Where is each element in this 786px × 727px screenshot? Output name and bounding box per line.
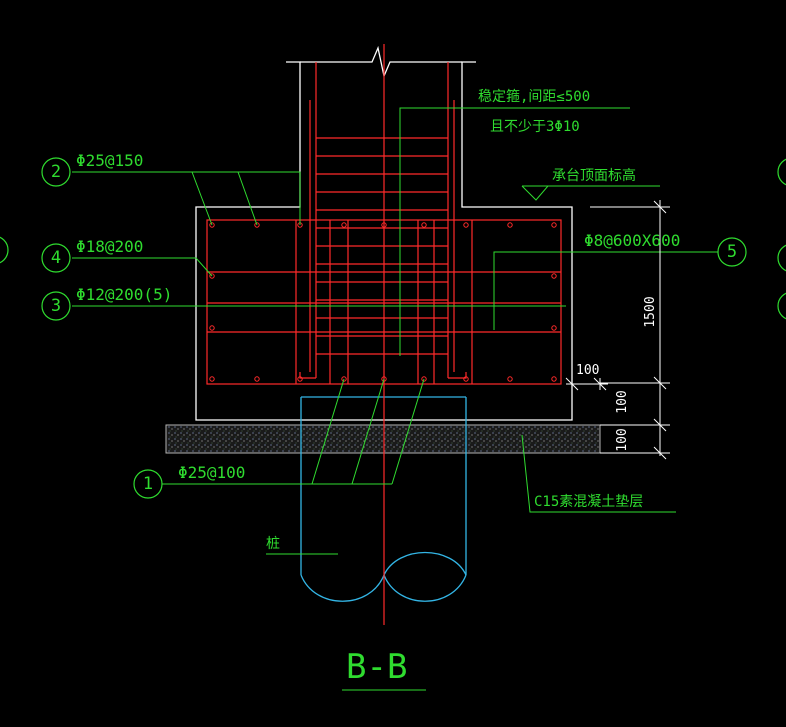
section-title: B-B [346, 647, 407, 687]
cushion-label: C15素混凝土垫层 [534, 494, 643, 510]
callout-5-num: 5 [727, 242, 737, 262]
rebar-3-label: Φ12@200(5) [76, 285, 172, 304]
rebar-1-label: Φ25@100 [178, 463, 245, 482]
cushion-layer [165, 424, 601, 454]
rebar-5-label: Φ8@600X600 [584, 231, 680, 250]
rebar-4-label: Φ18@200 [76, 237, 143, 256]
stabilizer-label-2: 且不少于3Φ10 [490, 119, 580, 135]
pile-label: 桩 [266, 535, 280, 552]
callout-2-num: 2 [51, 162, 61, 182]
cap-top-elevation-label: 承台顶面标高 [552, 167, 636, 184]
callout-3-num: 3 [51, 296, 61, 316]
callout-1-num: 1 [143, 474, 153, 494]
dim-cap-height: 1500 [643, 296, 658, 327]
dimension-lines [565, 200, 670, 460]
dim-cushion-1: 100 [615, 390, 630, 413]
rebar-dots [209, 222, 557, 382]
rebar-cage [206, 62, 562, 385]
stabilizer-label-1: 稳定箍,间距≤500 [478, 88, 590, 105]
rebar-2-label: Φ25@150 [76, 151, 143, 170]
callout-4-num: 4 [51, 248, 61, 268]
leader-lines [72, 107, 718, 691]
callout-circles [0, 157, 786, 499]
dim-cover: 100 [576, 363, 599, 378]
dim-cushion-2: 100 [615, 428, 630, 451]
